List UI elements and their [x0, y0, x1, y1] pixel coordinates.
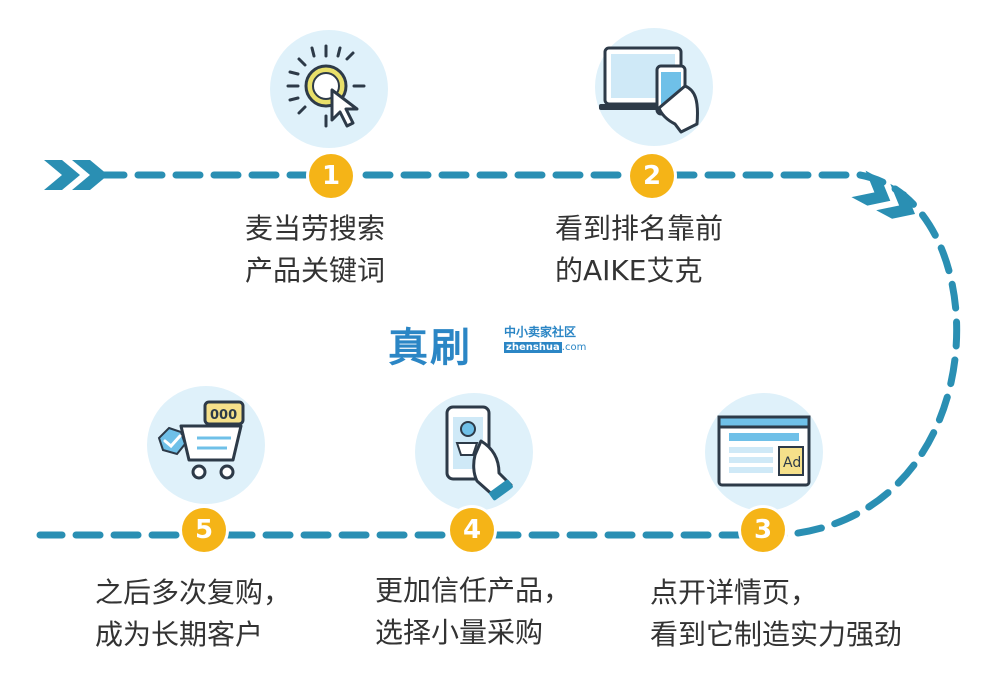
- laptop-phone-icon: [599, 46, 699, 134]
- watermark-url-main: zhenshua: [504, 342, 562, 353]
- step-3-line-1: 点开详情页，: [650, 576, 819, 609]
- step-2-badge: 2: [630, 154, 674, 198]
- mobile-shopping-icon: [445, 405, 513, 501]
- step-1-icon-circle: [270, 30, 388, 148]
- step-3-line-2: 看到它制造实力强劲: [650, 618, 903, 651]
- step-2-text: 看到排名靠前 的AIKE艾克: [555, 208, 723, 292]
- step-4-line-2: 选择小量采购: [375, 616, 544, 649]
- step-5-text: 之后多次复购， 成为长期客户: [95, 572, 291, 656]
- step-3-text: 点开详情页， 看到它制造实力强劲: [650, 572, 902, 656]
- step-5-icon-circle: 000: [147, 386, 265, 504]
- watermark-url: zhenshua.com: [504, 342, 586, 353]
- watermark-logo-text: 真刷: [388, 324, 472, 371]
- step-5-line-1: 之后多次复购，: [95, 576, 292, 609]
- step-2-line-2: 的AIKE艾克: [555, 254, 703, 287]
- step-2-line-1: 看到排名靠前: [555, 212, 724, 245]
- step-5-badge: 5: [182, 508, 226, 552]
- step-1-line-1: 麦当劳搜索: [245, 212, 386, 245]
- svg-text:Ad: Ad: [783, 455, 801, 471]
- step-4-line-1: 更加信任产品，: [375, 574, 572, 607]
- cart-repurchase-icon: 000: [157, 400, 245, 480]
- curve-double-chevron-icon: [851, 170, 916, 219]
- watermark-url-tail: .com: [561, 342, 587, 353]
- ad-webpage-icon: Ad: [717, 415, 811, 487]
- watermark-subtitle: 中小卖家社区: [504, 325, 577, 339]
- step-1-badge: 1: [309, 154, 353, 198]
- step-4-icon-circle: [415, 393, 533, 511]
- start-double-chevron-icon: [44, 160, 108, 190]
- step-3-icon-circle: Ad: [705, 393, 823, 511]
- step-5-line-2: 成为长期客户: [95, 618, 264, 651]
- step-3-badge: 3: [741, 508, 785, 552]
- step-1-text: 麦当劳搜索 产品关键词: [245, 208, 385, 292]
- click-cursor-icon: [286, 44, 366, 128]
- step-2-icon-circle: [595, 28, 713, 146]
- svg-text:000: 000: [210, 408, 237, 423]
- step-1-line-2: 产品关键词: [245, 254, 386, 287]
- step-4-text: 更加信任产品， 选择小量采购: [375, 570, 571, 654]
- step-4-badge: 4: [450, 508, 494, 552]
